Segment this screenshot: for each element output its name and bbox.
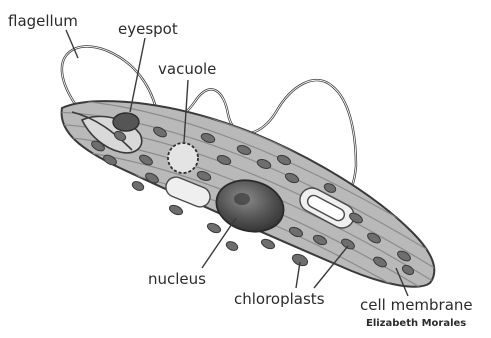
nucleolus xyxy=(234,193,250,205)
label-vacuole: vacuole xyxy=(158,60,216,78)
eyespot xyxy=(113,113,139,131)
vacuole xyxy=(168,143,198,173)
label-chloroplasts: chloroplasts xyxy=(234,290,325,308)
label-nucleus: nucleus xyxy=(148,270,206,288)
credit: Elizabeth Morales xyxy=(366,318,466,329)
label-cell-membrane: cell membrane xyxy=(360,296,473,314)
label-flagellum: flagellum xyxy=(8,12,78,30)
label-eyespot: eyespot xyxy=(118,20,178,38)
